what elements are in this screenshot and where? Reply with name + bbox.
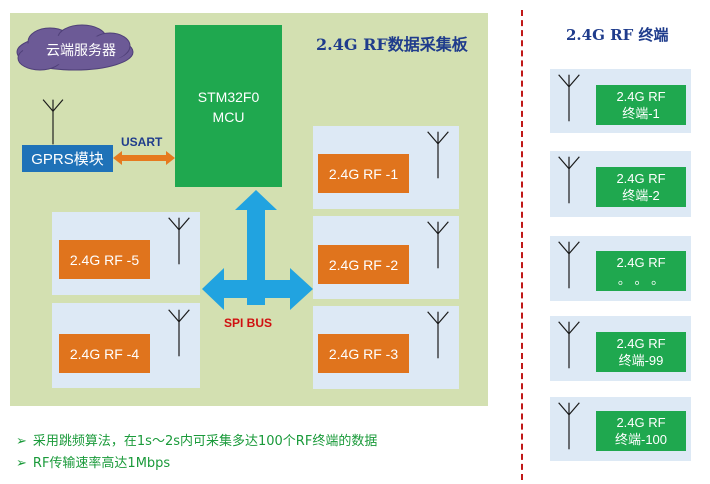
note-2: ➢ RF传输速率高达1Mbps — [16, 453, 377, 475]
terminal-panel-5: 2.4G RF 终端-100 — [550, 397, 691, 461]
terminal-3: 2.4G RF 。 。 。 — [596, 251, 686, 291]
usart-label: USART — [121, 135, 163, 149]
terminal-100-line1: 2.4G RF — [616, 415, 666, 430]
antenna-icon — [558, 402, 580, 450]
terminal-2-line1: 2.4G RF — [616, 171, 666, 186]
antenna-icon — [427, 131, 449, 179]
gprs-module: GPRS模块 — [22, 145, 113, 172]
divider-line — [521, 10, 523, 480]
terminal-99-line2: 终端-99 — [618, 353, 664, 368]
cloud-label: 云端服务器 — [46, 42, 116, 58]
terminal-3-line2: 。 。 。 — [617, 272, 665, 287]
note-1: ➢ 采用跳频算法，在1s～2s内可采集多达100个RF终端的数据 — [16, 431, 377, 453]
terminal-1-line2: 终端-1 — [622, 106, 660, 121]
terminal-2-line2: 终端-2 — [622, 188, 660, 203]
antenna-icon — [558, 156, 580, 204]
antenna-icon — [558, 321, 580, 369]
terminal-100: 2.4G RF 终端-100 — [596, 411, 686, 451]
rf-module-2: 2.4G RF -2 — [318, 245, 409, 284]
terminal-3-line1: 2.4G RF — [616, 255, 666, 270]
cloud-server: 云端服务器 — [10, 22, 140, 78]
terminal-panel-1: 2.4G RF 终端-1 — [550, 69, 691, 133]
antenna-icon — [427, 221, 449, 269]
board-title: 2.4G RF数据采集板 — [316, 35, 468, 54]
antenna-icon — [427, 311, 449, 359]
rf-module-3: 2.4G RF -3 — [318, 334, 409, 373]
antenna-icon — [558, 241, 580, 289]
mcu-block: STM32F0 MCU — [175, 25, 282, 187]
terminal-panel-3: 2.4G RF 。 。 。 — [550, 236, 691, 301]
mcu-line2: MCU — [212, 109, 245, 125]
note-1-text: 采用跳频算法，在1s～2s内可采集多达100个RF终端的数据 — [32, 434, 378, 449]
mcu-line1: STM32F0 — [197, 89, 260, 105]
bullet-arrow-icon: ➢ — [16, 434, 27, 449]
rf-module-1: 2.4G RF -1 — [318, 154, 409, 193]
antenna-icon — [42, 98, 64, 146]
terminal-panel-2: 2.4G RF 终端-2 — [550, 151, 691, 217]
terminal-99-line1: 2.4G RF — [616, 336, 666, 351]
terminal-panel-4: 2.4G RF 终端-99 — [550, 316, 691, 381]
terminal-99: 2.4G RF 终端-99 — [596, 332, 686, 372]
rf-module-4: 2.4G RF -4 — [59, 334, 150, 373]
note-2-text: RF传输速率高达1Mbps — [32, 456, 171, 471]
bullet-arrow-icon: ➢ — [16, 456, 27, 471]
spi-bus-label: SPI BUS — [224, 316, 273, 330]
spi-bus-arrow-icon — [202, 190, 313, 310]
terminal-100-line2: 终端-100 — [614, 432, 668, 447]
antenna-icon — [168, 309, 190, 357]
terminal-1-line1: 2.4G RF — [616, 89, 666, 104]
terminal-2: 2.4G RF 终端-2 — [596, 167, 686, 207]
usart-arrow-icon — [113, 151, 175, 165]
antenna-icon — [558, 74, 580, 122]
terminal-1: 2.4G RF 终端-1 — [596, 85, 686, 125]
antenna-icon — [168, 217, 190, 265]
terminals-title: 2.4G RF 终端 — [566, 26, 669, 44]
feature-notes: ➢ 采用跳频算法，在1s～2s内可采集多达100个RF终端的数据 ➢ RF传输速率高… — [16, 431, 377, 475]
rf-module-5: 2.4G RF -5 — [59, 240, 150, 279]
cloud-icon — [16, 24, 134, 71]
